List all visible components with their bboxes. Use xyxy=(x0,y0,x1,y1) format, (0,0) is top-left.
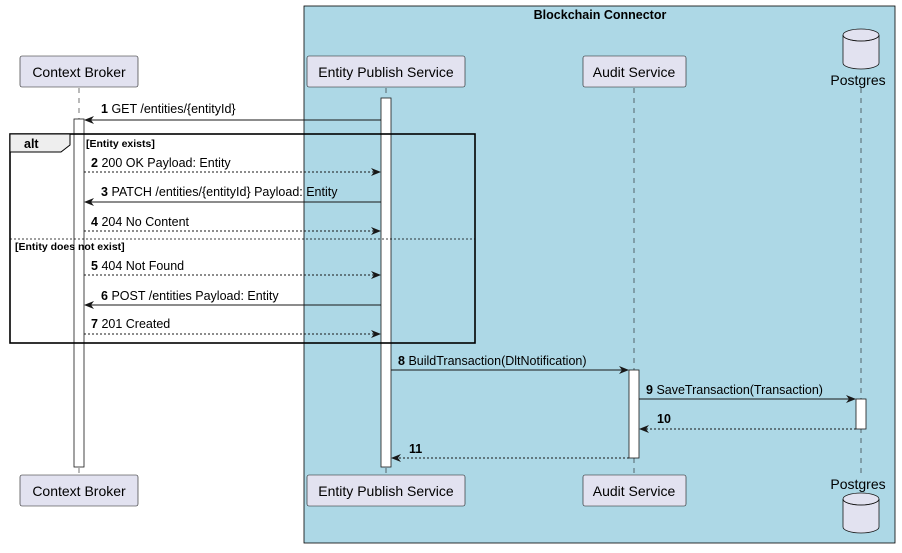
alt-guard-entity-exists: [Entity exists] xyxy=(86,138,155,150)
message-number: 5 xyxy=(91,259,98,273)
svg-text:11: 11 xyxy=(409,442,422,456)
participant-label: Postgres xyxy=(830,476,885,492)
message-label: BuildTransaction(DltNotification) xyxy=(408,354,586,368)
participant-postgres: Postgres xyxy=(830,28,886,88)
database-icon xyxy=(842,28,880,70)
message-number: 2 xyxy=(91,156,98,170)
participant-label: Audit Service xyxy=(593,483,676,499)
participant-label: Audit Service xyxy=(593,64,676,80)
message-2: 2 200 OK Payload: Entity xyxy=(84,156,381,176)
message-number: 1 xyxy=(101,102,108,116)
message-label: 204 No Content xyxy=(101,215,189,229)
message-9: 9 SaveTransaction(Transaction) xyxy=(639,383,856,403)
message-label: GET /entities/{entityId} xyxy=(111,102,235,116)
svg-text:5 404 Not Found: 5 404 Not Found xyxy=(91,259,184,273)
message-11: 11 xyxy=(391,442,629,462)
blockchain-connector-group: Blockchain Connector xyxy=(303,5,896,544)
message-7: 7 201 Created xyxy=(84,317,381,338)
participant-label: Postgres xyxy=(830,72,885,88)
activation-context-broker xyxy=(73,118,85,468)
participant-entity-publish-service-footer: Entity Publish Service xyxy=(306,474,466,507)
svg-text:6 POST /entities Payload: Enti: 6 POST /entities Payload: Entity xyxy=(101,289,279,303)
svg-text:10: 10 xyxy=(657,412,671,426)
participants-top: Context Broker Entity Publish Service Au… xyxy=(19,28,886,88)
activations xyxy=(73,97,867,468)
message-label: 200 OK Payload: Entity xyxy=(101,156,231,170)
participant-label: Entity Publish Service xyxy=(318,64,454,80)
activation-entity-publish-service xyxy=(380,97,392,468)
svg-text:1 GET /entities/{entityId}: 1 GET /entities/{entityId} xyxy=(101,102,236,116)
activation-postgres xyxy=(855,398,867,430)
participant-label: Entity Publish Service xyxy=(318,483,454,499)
message-number: 9 xyxy=(646,383,653,397)
message-10: 10 xyxy=(639,412,856,433)
alt-guard-entity-not-exists: [Entity does not exist] xyxy=(15,241,125,253)
participant-context-broker: Context Broker xyxy=(19,55,139,88)
activation-audit-service xyxy=(628,369,640,459)
participant-entity-publish-service: Entity Publish Service xyxy=(306,55,466,88)
message-label: 201 Created xyxy=(101,317,170,331)
messages: 1 GET /entities/{entityId} 2 200 OK Payl… xyxy=(84,102,856,462)
participant-audit-service-footer: Audit Service xyxy=(582,474,687,507)
message-number: 8 xyxy=(398,354,405,368)
alt-label: alt xyxy=(24,137,39,151)
message-3: 3 PATCH /entities/{entityId} Payload: En… xyxy=(84,185,381,206)
message-label: SaveTransaction(Transaction) xyxy=(656,383,823,397)
message-number: 10 xyxy=(657,412,671,426)
participant-context-broker-footer: Context Broker xyxy=(19,474,139,507)
group-title: Blockchain Connector xyxy=(534,8,667,22)
participant-postgres-footer: Postgres xyxy=(830,476,886,534)
svg-text:7 201 Created: 7 201 Created xyxy=(91,317,170,331)
svg-text:3 PATCH /entities/{entityId} P: 3 PATCH /entities/{entityId} Payload: En… xyxy=(101,185,338,199)
message-number: 6 xyxy=(101,289,108,303)
svg-text:4 204 No Content: 4 204 No Content xyxy=(91,215,190,229)
participant-audit-service: Audit Service xyxy=(582,55,687,88)
message-6: 6 POST /entities Payload: Entity xyxy=(84,289,381,309)
svg-text:9 SaveTransaction(Transaction): 9 SaveTransaction(Transaction) xyxy=(646,383,823,397)
message-label: 404 Not Found xyxy=(101,259,184,273)
message-label: PATCH /entities/{entityId} Payload: Enti… xyxy=(111,185,338,199)
participant-label: Context Broker xyxy=(32,64,126,80)
message-1: 1 GET /entities/{entityId} xyxy=(84,102,381,124)
message-8: 8 BuildTransaction(DltNotification) xyxy=(391,354,629,374)
database-icon xyxy=(842,492,880,534)
message-5: 5 404 Not Found xyxy=(84,259,381,279)
message-4: 4 204 No Content xyxy=(84,215,381,235)
message-number: 3 xyxy=(101,185,108,199)
svg-text:2 200 OK Payload: Entity: 2 200 OK Payload: Entity xyxy=(91,156,231,170)
message-label: POST /entities Payload: Entity xyxy=(111,289,279,303)
message-number: 4 xyxy=(91,215,98,229)
participant-label: Context Broker xyxy=(32,483,126,499)
svg-text:8 BuildTransaction(DltNotifica: 8 BuildTransaction(DltNotification) xyxy=(398,354,587,368)
message-number: 11 xyxy=(409,442,422,456)
alt-fragment: alt [Entity exists] [Entity does not exi… xyxy=(9,133,476,344)
participants-bottom: Context Broker Entity Publish Service Au… xyxy=(19,474,886,534)
message-number: 7 xyxy=(91,317,98,331)
